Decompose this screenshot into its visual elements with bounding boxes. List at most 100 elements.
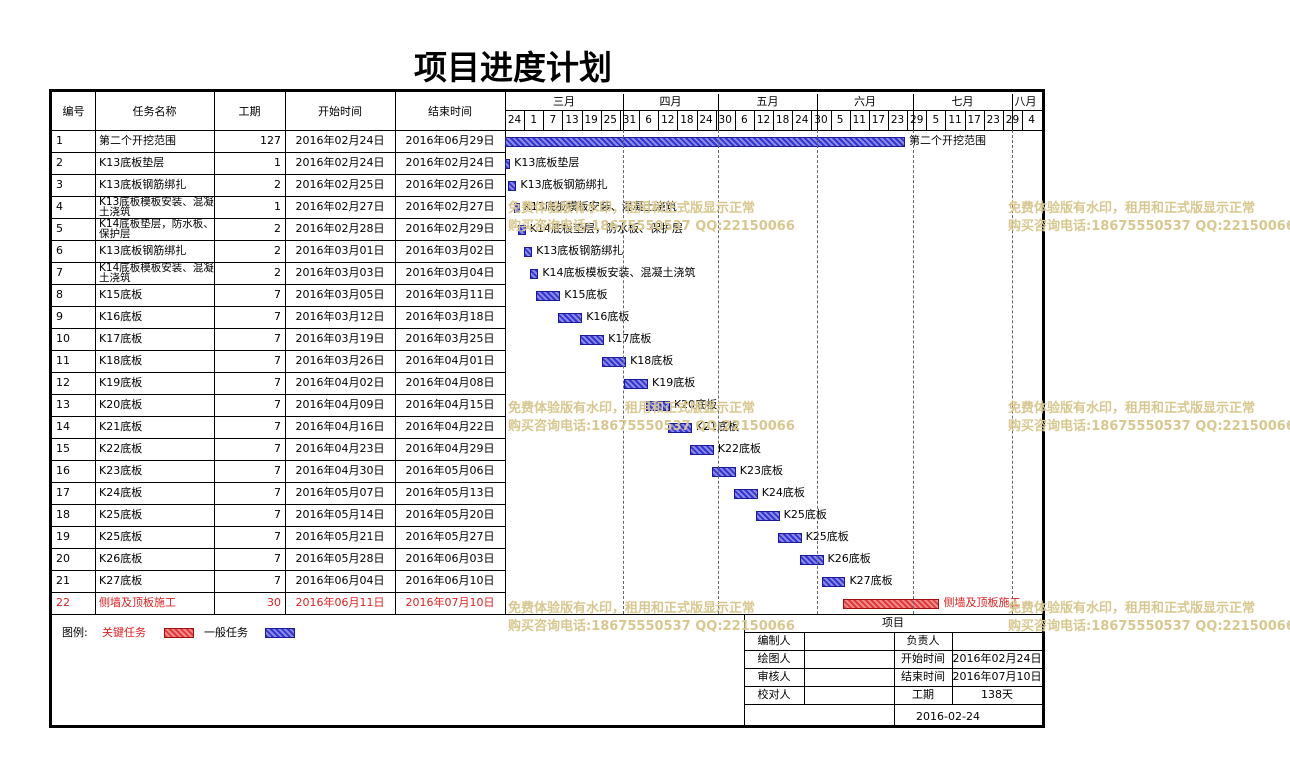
task-start-date: 2016年04月16日 xyxy=(295,420,385,433)
task-number: 10 xyxy=(56,332,70,345)
gantt-bar[interactable] xyxy=(505,137,905,147)
gantt-bar[interactable] xyxy=(523,247,533,257)
grid-line xyxy=(894,704,895,725)
legend-normal-label: 一般任务 xyxy=(204,626,248,639)
task-duration: 7 xyxy=(274,442,281,455)
gantt-bar[interactable] xyxy=(514,203,520,213)
gantt-bar[interactable] xyxy=(777,533,802,543)
gantt-bar-label: 第二个开挖范围 xyxy=(909,134,986,147)
task-end-date: 2016年02月29日 xyxy=(405,222,495,235)
grid-line xyxy=(620,111,621,130)
task-end-date: 2016年06月03日 xyxy=(405,552,495,565)
gantt-bar[interactable] xyxy=(711,467,736,477)
task-name: K17底板 xyxy=(99,332,143,345)
grid-line xyxy=(716,111,717,130)
grid-line xyxy=(52,570,505,571)
task-name: K26底板 xyxy=(99,552,143,565)
gantt-bar[interactable] xyxy=(508,181,517,191)
task-number: 21 xyxy=(56,574,70,587)
gantt-bar[interactable] xyxy=(530,269,539,279)
info-project-label: 项目 xyxy=(882,616,904,629)
watermark-text: 免费体验版有水印，租用和正式版显示正常 xyxy=(1008,601,1256,616)
task-number: 15 xyxy=(56,442,70,455)
task-start-date: 2016年02月28日 xyxy=(295,222,385,235)
month-guide-line xyxy=(817,130,818,614)
gantt-bar-label: K15底板 xyxy=(564,288,608,301)
column-header-start: 开始时间 xyxy=(318,105,362,118)
gantt-bar-label: K25底板 xyxy=(805,530,849,543)
task-end-date: 2016年04月22日 xyxy=(405,420,495,433)
task-name: K25底板 xyxy=(99,508,143,521)
task-name: K27底板 xyxy=(99,574,143,587)
grid-line xyxy=(52,526,505,527)
grid-line xyxy=(214,92,215,614)
task-duration: 30 xyxy=(267,596,281,609)
task-start-date: 2016年05月21日 xyxy=(295,530,385,543)
day-tick-label: 18 xyxy=(775,114,790,126)
gantt-bar[interactable] xyxy=(505,159,511,169)
task-start-date: 2016年05月07日 xyxy=(295,486,385,499)
task-name: K22底板 xyxy=(99,442,143,455)
task-number: 11 xyxy=(56,354,70,367)
task-number: 7 xyxy=(56,266,63,279)
grid-line xyxy=(52,460,505,461)
gantt-bar[interactable] xyxy=(689,445,714,455)
gantt-bar[interactable] xyxy=(558,313,583,323)
month-label: 五月 xyxy=(756,95,779,108)
task-start-date: 2016年02月25日 xyxy=(295,178,385,191)
task-duration: 127 xyxy=(260,134,281,147)
info-duration_value: 138天 xyxy=(981,688,1013,701)
grid-line xyxy=(52,306,505,307)
day-tick-label: 5 xyxy=(932,114,940,126)
info-compiler-label: 编制人 xyxy=(757,634,791,647)
grid-line xyxy=(285,92,286,614)
task-start-date: 2016年03月12日 xyxy=(295,310,385,323)
info-drafter-label: 绘图人 xyxy=(757,652,791,665)
gantt-bar[interactable] xyxy=(517,225,526,235)
column-header-name: 任务名称 xyxy=(132,105,177,118)
grid-line xyxy=(52,174,505,175)
gantt-bar[interactable] xyxy=(843,599,940,609)
grid-line xyxy=(52,416,505,417)
gantt-bar-label: K23底板 xyxy=(739,464,783,477)
gantt-bar[interactable] xyxy=(602,357,627,367)
task-duration: 7 xyxy=(274,354,281,367)
grid-line xyxy=(52,262,505,263)
grid-line xyxy=(52,592,505,593)
grid-line xyxy=(582,111,583,130)
gantt-bar[interactable] xyxy=(667,423,692,433)
task-start-date: 2016年04月23日 xyxy=(295,442,385,455)
task-end-date: 2016年05月27日 xyxy=(405,530,495,543)
grid-line xyxy=(894,632,895,704)
task-duration: 7 xyxy=(274,288,281,301)
task-number: 6 xyxy=(56,244,63,257)
gantt-bar[interactable] xyxy=(646,401,670,411)
day-tick-label: 18 xyxy=(680,114,694,126)
info-duration_label: 工期 xyxy=(912,688,934,701)
gantt-bar[interactable] xyxy=(755,511,780,521)
gantt-bar[interactable] xyxy=(624,379,648,389)
task-duration: 7 xyxy=(274,486,281,499)
gantt-bar-label: K24底板 xyxy=(761,486,805,499)
task-name: 第二个开挖范围 xyxy=(99,134,176,147)
task-end-date: 2016年03月02日 xyxy=(405,244,495,257)
gantt-bar-label: K13底板模板安装、混凝土浇筑 xyxy=(523,200,677,213)
gantt-bar-label: K20底板 xyxy=(673,398,718,411)
task-name: K13底板垫层 xyxy=(99,156,165,169)
grid-line xyxy=(52,152,505,153)
grid-line xyxy=(926,111,927,130)
gantt-bar[interactable] xyxy=(821,577,846,587)
legend-normal-swatch xyxy=(265,628,295,638)
gantt-bar[interactable] xyxy=(536,291,561,301)
grid-line xyxy=(52,614,1042,615)
grid-line xyxy=(52,394,505,395)
gantt-bar[interactable] xyxy=(799,555,824,565)
day-tick-label: 6 xyxy=(741,114,748,126)
gantt-bar[interactable] xyxy=(733,489,758,499)
gantt-bar[interactable] xyxy=(580,335,605,345)
task-end-date: 2016年05月20日 xyxy=(405,508,495,521)
grid-line xyxy=(697,111,698,130)
task-start-date: 2016年04月30日 xyxy=(295,464,385,477)
grid-line xyxy=(505,92,506,614)
grid-line xyxy=(773,111,774,130)
